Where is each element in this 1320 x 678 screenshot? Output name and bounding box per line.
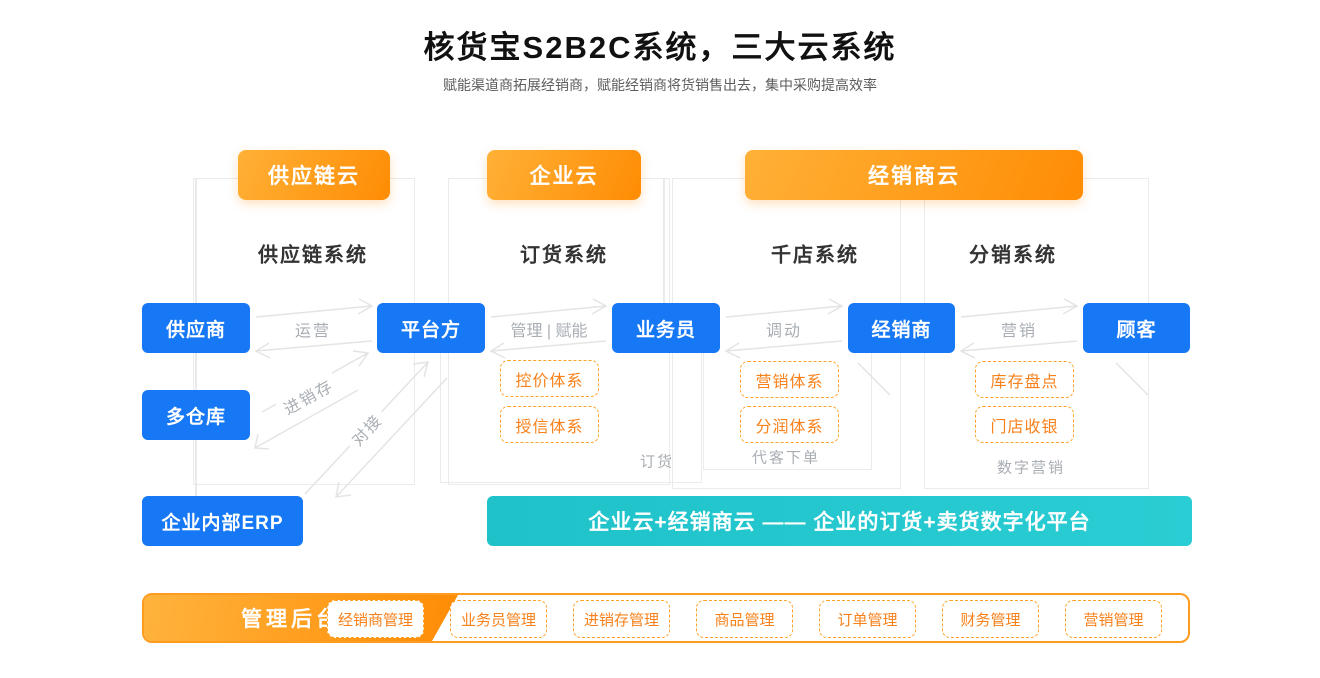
- node-platform: 平台方: [377, 303, 485, 353]
- cloud-badge-supply-chain: 供应链云: [238, 150, 390, 200]
- system-title-supply-chain: 供应链系统: [258, 244, 368, 267]
- summary-banner: 企业云+经销商云 —— 企业的订货+卖货数字化平台: [487, 496, 1192, 546]
- node-supplier: 供应商: [142, 303, 250, 353]
- inner-box-order-for-customer: [703, 353, 872, 470]
- zone-label-order-for-customer: 代客下单: [751, 449, 821, 467]
- flow-label-marketing: 营销: [995, 317, 1043, 341]
- system-title-distribution: 分销系统: [969, 244, 1057, 267]
- admin-bar: 管理后台 经销商管理 业务员管理 进销存管理 商品管理 订单管理 财务管理 营销…: [142, 593, 1190, 643]
- admin-item-finance-mgmt: 财务管理: [942, 600, 1039, 638]
- capability-credit: 授信体系: [500, 406, 599, 443]
- flow-label-manage-empower: 管理 | 赋能: [505, 317, 593, 341]
- system-title-ordering: 订货系统: [520, 244, 608, 267]
- capability-profit-sharing: 分润体系: [740, 406, 839, 443]
- zone-label-ordering: 订货: [639, 453, 675, 471]
- admin-item-product-mgmt: 商品管理: [696, 600, 793, 638]
- admin-item-marketing-mgmt: 营销管理: [1065, 600, 1162, 638]
- node-multi-warehouse: 多仓库: [142, 390, 250, 440]
- page-subtitle: 赋能渠道商拓展经销商，赋能经销商将货销售出去，集中采购提高效率: [443, 77, 877, 93]
- node-internal-erp: 企业内部ERP: [142, 496, 303, 546]
- capability-marketing-system: 营销体系: [740, 361, 839, 398]
- node-customer: 顾客: [1083, 303, 1190, 353]
- admin-item-distributor-mgmt: 经销商管理: [327, 600, 424, 638]
- admin-bar-title: 管理后台: [241, 608, 341, 631]
- node-salesman: 业务员: [612, 303, 720, 353]
- admin-item-order-mgmt: 订单管理: [819, 600, 916, 638]
- cloud-badge-enterprise: 企业云: [487, 150, 641, 200]
- zone-label-digital-marketing: 数字营销: [996, 459, 1066, 477]
- admin-item-salesman-mgmt: 业务员管理: [450, 600, 547, 638]
- capability-stock-check: 库存盘点: [975, 361, 1074, 398]
- flow-label-operation: 运营: [289, 317, 337, 341]
- page-title: 核货宝S2B2C系统，三大云系统: [423, 30, 897, 65]
- flow-label-mobilize: 调动: [760, 317, 808, 341]
- cloud-badge-distributor: 经销商云: [745, 150, 1083, 200]
- capability-price-control: 控价体系: [500, 360, 599, 397]
- system-title-thousand-store: 千店系统: [771, 244, 859, 267]
- admin-item-inventory-mgmt: 进销存管理: [573, 600, 670, 638]
- node-distributor: 经销商: [848, 303, 955, 353]
- capability-store-cashier: 门店收银: [975, 406, 1074, 443]
